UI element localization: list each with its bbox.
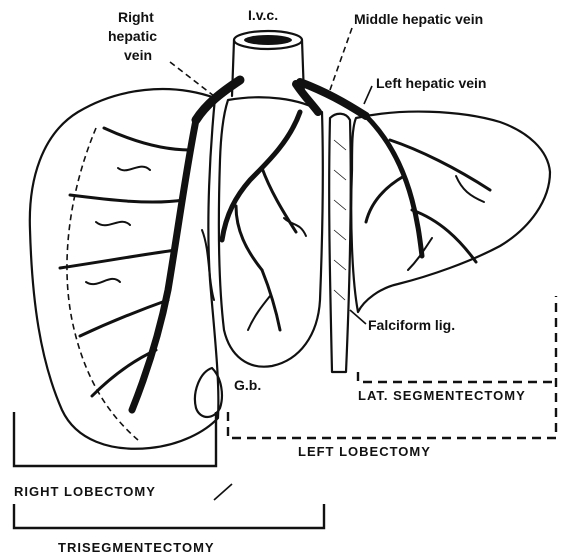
middle-hepatic-vein-leader xyxy=(330,28,352,90)
left-lobectomy-label: LEFT LOBECTOMY xyxy=(298,444,431,459)
trisegmentectomy-bracket xyxy=(14,504,324,528)
middle-segment-outline xyxy=(219,97,323,366)
lat-segmentectomy-label: LAT. SEGMENTECTOMY xyxy=(358,388,526,403)
falciform-hatching xyxy=(334,140,346,300)
lat-segmentectomy-boundary xyxy=(358,372,556,382)
right-hepatic-vein-label-line3: vein xyxy=(124,47,152,63)
left-lobe-outline xyxy=(351,112,550,312)
middle-hepatic-vein-label: Middle hepatic vein xyxy=(354,11,483,27)
falciform-ligament xyxy=(329,114,351,372)
trisegment-boundary-line xyxy=(67,128,138,440)
right-lobectomy-label: RIGHT LOBECTOMY xyxy=(14,484,156,499)
trisegmentectomy-label: TRISEGMENTECTOMY xyxy=(58,540,215,555)
left-hepatic-vein-label: Left hepatic vein xyxy=(376,75,486,91)
small-stroke-mark xyxy=(214,484,232,500)
right-hepatic-vein-label-line1: Right xyxy=(118,9,154,25)
gallbladder-label: G.b. xyxy=(234,377,261,393)
right-hepatic-vein-label-line2: hepatic xyxy=(108,28,157,44)
hepatic-vein-tree xyxy=(60,80,490,410)
left-hepatic-vein-leader xyxy=(364,86,372,104)
ivc-label: I.v.c. xyxy=(248,7,278,23)
falciform-lig-label: Falciform lig. xyxy=(368,317,455,333)
